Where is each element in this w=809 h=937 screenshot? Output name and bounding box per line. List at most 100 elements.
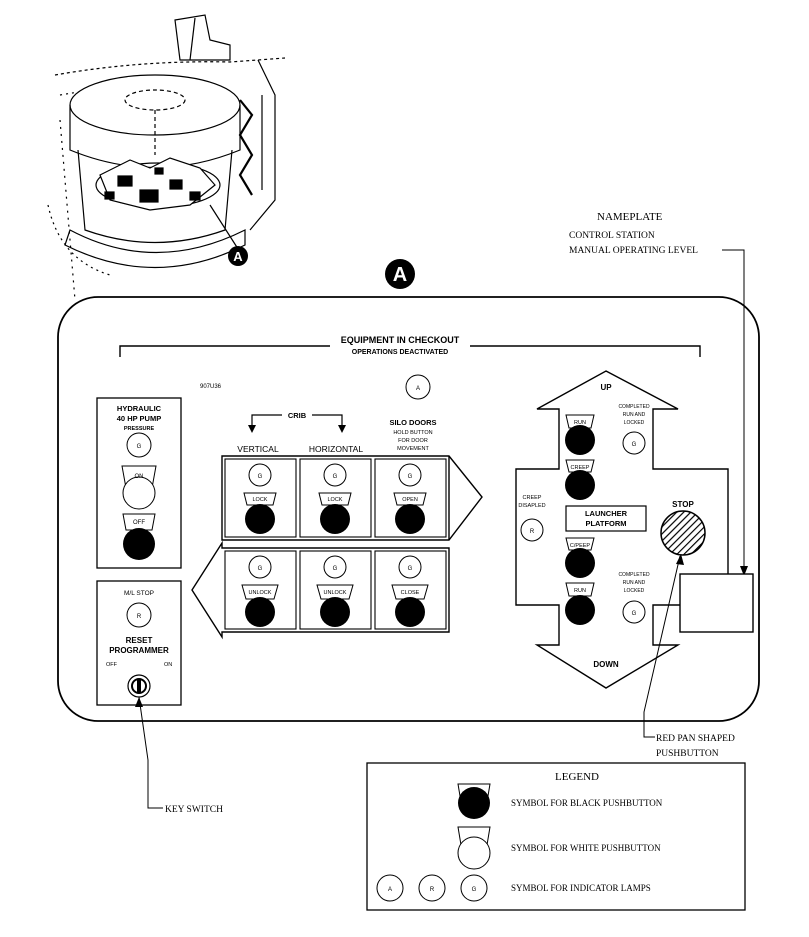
legend-title: LEGEND xyxy=(555,771,599,783)
doors-open-button[interactable] xyxy=(395,504,425,534)
horizontal-lock-lamp-label: G xyxy=(333,474,338,480)
legend-lamp-g-symbol xyxy=(460,874,488,902)
launcher-up-label: UP xyxy=(600,383,612,392)
vertical-lock-label: LOCK xyxy=(253,497,268,503)
creep-down-button[interactable] xyxy=(565,548,595,578)
completed-down-line3: LOCKED xyxy=(624,588,645,594)
vertical-lock-lamp-label: G xyxy=(258,474,263,480)
drawing-number: 907U36 xyxy=(200,384,222,390)
vertical-lock-button[interactable] xyxy=(245,504,275,534)
creep-up-label: CREEP xyxy=(571,465,590,471)
doors-open-lamp-label: G xyxy=(408,474,413,480)
pump-off-button[interactable] xyxy=(123,528,155,560)
stop-label: STOP xyxy=(672,500,694,509)
pump-pressure-lamp-label: G xyxy=(137,444,142,450)
pump-on-label: ON xyxy=(135,474,144,480)
key-switch-callout: KEY SWITCH xyxy=(165,805,223,815)
hydraulic-pressure-label: PRESSURE xyxy=(124,426,155,432)
creep-disabled-lamp-label: R xyxy=(530,529,535,535)
legend-black-pushbutton-symbol xyxy=(458,787,490,819)
close-direction-arrow xyxy=(191,540,450,640)
launcher-down-label: DOWN xyxy=(593,660,619,669)
completed-down-lamp xyxy=(622,600,646,624)
platform-label: PLATFORM xyxy=(585,519,626,528)
horizontal-lock-button[interactable] xyxy=(320,504,350,534)
panel-header-line2: OPERATIONS DEACTIVATED xyxy=(352,349,448,356)
completed-up-lamp xyxy=(622,431,646,455)
legend-lamp-r-symbol xyxy=(418,874,446,902)
nameplate-line1: CONTROL STATION xyxy=(569,231,655,241)
red-pan-callout-line1: RED PAN SHAPED xyxy=(656,734,735,744)
legend-white-pushbutton-symbol xyxy=(457,836,491,870)
run-down-label: RUN xyxy=(574,588,586,594)
silo-doors-open-cell: G OPEN xyxy=(393,463,427,534)
crib-horizontal-unlock-cell: G UNLOCK xyxy=(316,555,354,627)
pump-on-button[interactable] xyxy=(122,476,156,510)
run-up-label: RUN xyxy=(574,420,586,426)
indicator-lamp-a xyxy=(405,374,431,400)
nameplate-box xyxy=(679,573,754,633)
pump-off-label: OFF xyxy=(133,520,145,526)
silo-illustration xyxy=(47,14,286,301)
silo-doors-title: SILO DOORS xyxy=(389,418,436,427)
control-panel xyxy=(57,296,760,722)
detail-callout-letter: A xyxy=(393,264,407,286)
run-up-button[interactable] xyxy=(565,425,595,455)
horizontal-unlock-button[interactable] xyxy=(320,597,350,627)
run-down-button[interactable] xyxy=(565,595,595,625)
hydraulic-pump-group xyxy=(96,397,182,569)
hydraulic-title: HYDRAULIC xyxy=(117,404,162,413)
completed-down-line2: RUN AND xyxy=(623,580,646,586)
open-direction-arrow xyxy=(221,455,483,541)
legend-lamp-a-label: A xyxy=(388,887,392,893)
ml-stop-title: M/L STOP xyxy=(124,590,154,597)
key-off-label: OFF xyxy=(106,662,118,668)
legend-lamp-r-label: R xyxy=(430,887,435,893)
legend-black-label: SYMBOL FOR BLACK PUSHBUTTON xyxy=(511,798,663,808)
creep-up-button[interactable] xyxy=(565,470,595,500)
silo-doors-close-cell: G CLOSE xyxy=(391,555,429,627)
vertical-unlock-label: UNLOCK xyxy=(249,590,272,596)
silo-doors-hint1: HOLD BUTTON xyxy=(393,430,432,436)
ml-stop-lamp xyxy=(126,602,152,628)
pump-pressure-lamp xyxy=(126,432,152,458)
horizontal-unlock-lamp-label: G xyxy=(333,566,338,572)
doors-close-lamp-label: G xyxy=(408,566,413,572)
launcher-platform-label-box xyxy=(565,505,647,532)
completed-down-line1: COMPLETED xyxy=(618,572,650,578)
launcher-platform-outline xyxy=(515,370,729,689)
creep-down-label: C/PEEP xyxy=(570,543,591,549)
creep-disabled-lamp xyxy=(520,518,544,542)
ml-stop-lamp-label: R xyxy=(137,614,142,620)
indicator-lamp-a-label: A xyxy=(416,386,420,392)
completed-up-line3: LOCKED xyxy=(624,420,645,426)
completed-up-line1: COMPLETED xyxy=(618,404,650,410)
silo-doors-hint2: FOR DOOR xyxy=(398,438,428,444)
horizontal-lock-label: LOCK xyxy=(328,497,343,503)
creep-disabled-line1: CREEP xyxy=(523,495,542,501)
legend-lamp-g-label: G xyxy=(472,887,477,893)
silo-doors-hint3: MOVEMENT xyxy=(397,446,429,452)
doors-close-button[interactable] xyxy=(395,597,425,627)
nameplate-line2: MANUAL OPERATING LEVEL xyxy=(569,246,698,256)
doors-open-label: OPEN xyxy=(402,497,418,503)
crib-horizontal-label: HORIZONTAL xyxy=(309,444,363,454)
red-pan-callout-line2: PUSHBUTTON xyxy=(656,749,719,759)
programmer-label: PROGRAMMER xyxy=(109,646,169,655)
key-on-label: ON xyxy=(164,662,172,668)
stop-pushbutton[interactable] xyxy=(660,510,706,556)
legend-white-label: SYMBOL FOR WHITE PUSHBUTTON xyxy=(511,843,661,853)
crib-vertical-unlock-cell: G UNLOCK xyxy=(241,555,279,627)
launcher-label: LAUNCHER xyxy=(585,509,628,518)
horizontal-unlock-label: UNLOCK xyxy=(324,590,347,596)
vertical-unlock-button[interactable] xyxy=(245,597,275,627)
panel-header-line1: EQUIPMENT IN CHECKOUT xyxy=(341,335,460,345)
completed-up-line2: RUN AND xyxy=(623,412,646,418)
creep-disabled-line2: DISAPLED xyxy=(518,503,545,509)
legend-lamp-a-symbol xyxy=(376,874,404,902)
completed-down-lamp-label: G xyxy=(632,611,637,617)
hydraulic-pump-title: 40 HP PUMP xyxy=(117,414,161,423)
completed-up-lamp-label: G xyxy=(632,442,637,448)
vertical-unlock-lamp-label: G xyxy=(258,566,263,572)
crib-horizontal-lock-cell: G LOCK xyxy=(318,463,352,534)
